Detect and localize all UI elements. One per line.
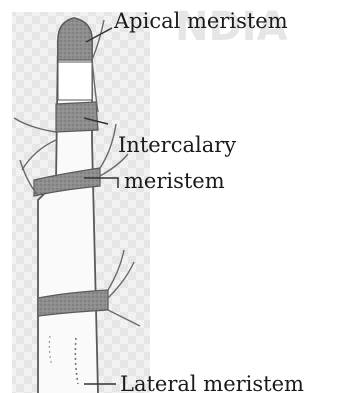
intercalary-meristem-label-line1: Intercalary [118, 133, 236, 157]
intercalary-meristem-band-upper [56, 102, 98, 132]
intercalary-meristem-label-line2: meristem [124, 169, 225, 193]
apical-meristem-label: Apical meristem [113, 9, 288, 33]
apical-meristem-region [58, 18, 92, 60]
tip-white-band [58, 62, 92, 100]
lateral-meristem-label: Lateral meristem [120, 372, 304, 393]
